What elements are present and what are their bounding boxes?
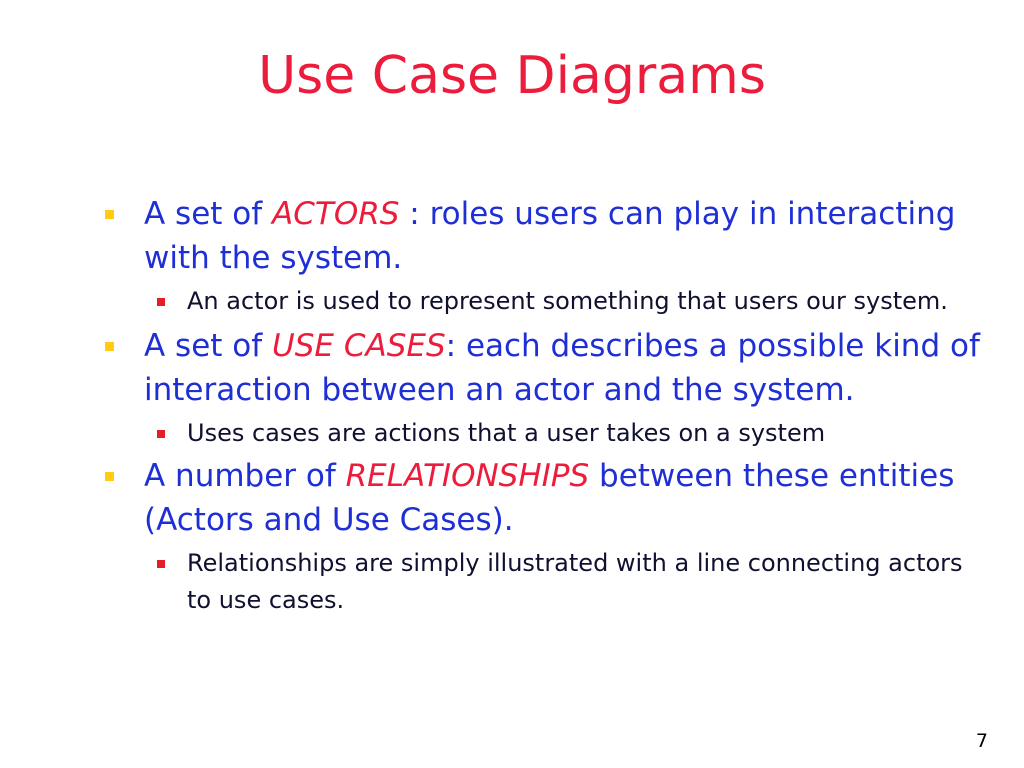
- bullet-prefix: A number of: [144, 458, 346, 494]
- sub-bullet-relationships: Relationships are simply illustrated wit…: [144, 545, 992, 619]
- bullet-emphasis: RELATIONSHIPS: [345, 458, 590, 494]
- square-bullet-icon: [105, 210, 114, 219]
- square-bullet-icon: [157, 430, 165, 438]
- bullet-use-cases: A set of USE CASES: each describes a pos…: [102, 324, 992, 412]
- square-bullet-icon: [105, 342, 114, 351]
- sub-bullet-use-cases: Uses cases are actions that a user takes…: [144, 415, 992, 452]
- sub-bullet-text: Uses cases are actions that a user takes…: [187, 419, 826, 447]
- bullet-emphasis: ACTORS: [272, 196, 400, 232]
- square-bullet-icon: [157, 560, 165, 568]
- page-number: 7: [975, 730, 988, 752]
- bullet-relationships: A number of RELATIONSHIPS between these …: [102, 454, 992, 542]
- square-bullet-icon: [105, 472, 114, 481]
- sub-bullet-actors: An actor is used to represent something …: [144, 283, 992, 320]
- bullet-prefix: A set of: [144, 196, 273, 232]
- bullet-prefix: A set of: [144, 328, 273, 364]
- sub-bullet-text: Relationships are simply illustrated wit…: [187, 549, 963, 614]
- square-bullet-icon: [157, 298, 165, 306]
- bullet-suffix: : each describes a possible kind of inte…: [144, 328, 980, 408]
- sub-bullet-text: An actor is used to represent something …: [187, 287, 948, 315]
- bullet-actors: A set of ACTORS : roles users can play i…: [102, 192, 992, 280]
- bullet-emphasis: USE CASES: [272, 328, 446, 364]
- bullet-list: A set of ACTORS : roles users can play i…: [102, 192, 992, 619]
- bullet-suffix: between these entities (Actors and Use C…: [144, 458, 955, 538]
- slide-title: Use Case Diagrams: [258, 46, 766, 106]
- bullet-suffix: : roles users can play in interacting wi…: [144, 196, 956, 276]
